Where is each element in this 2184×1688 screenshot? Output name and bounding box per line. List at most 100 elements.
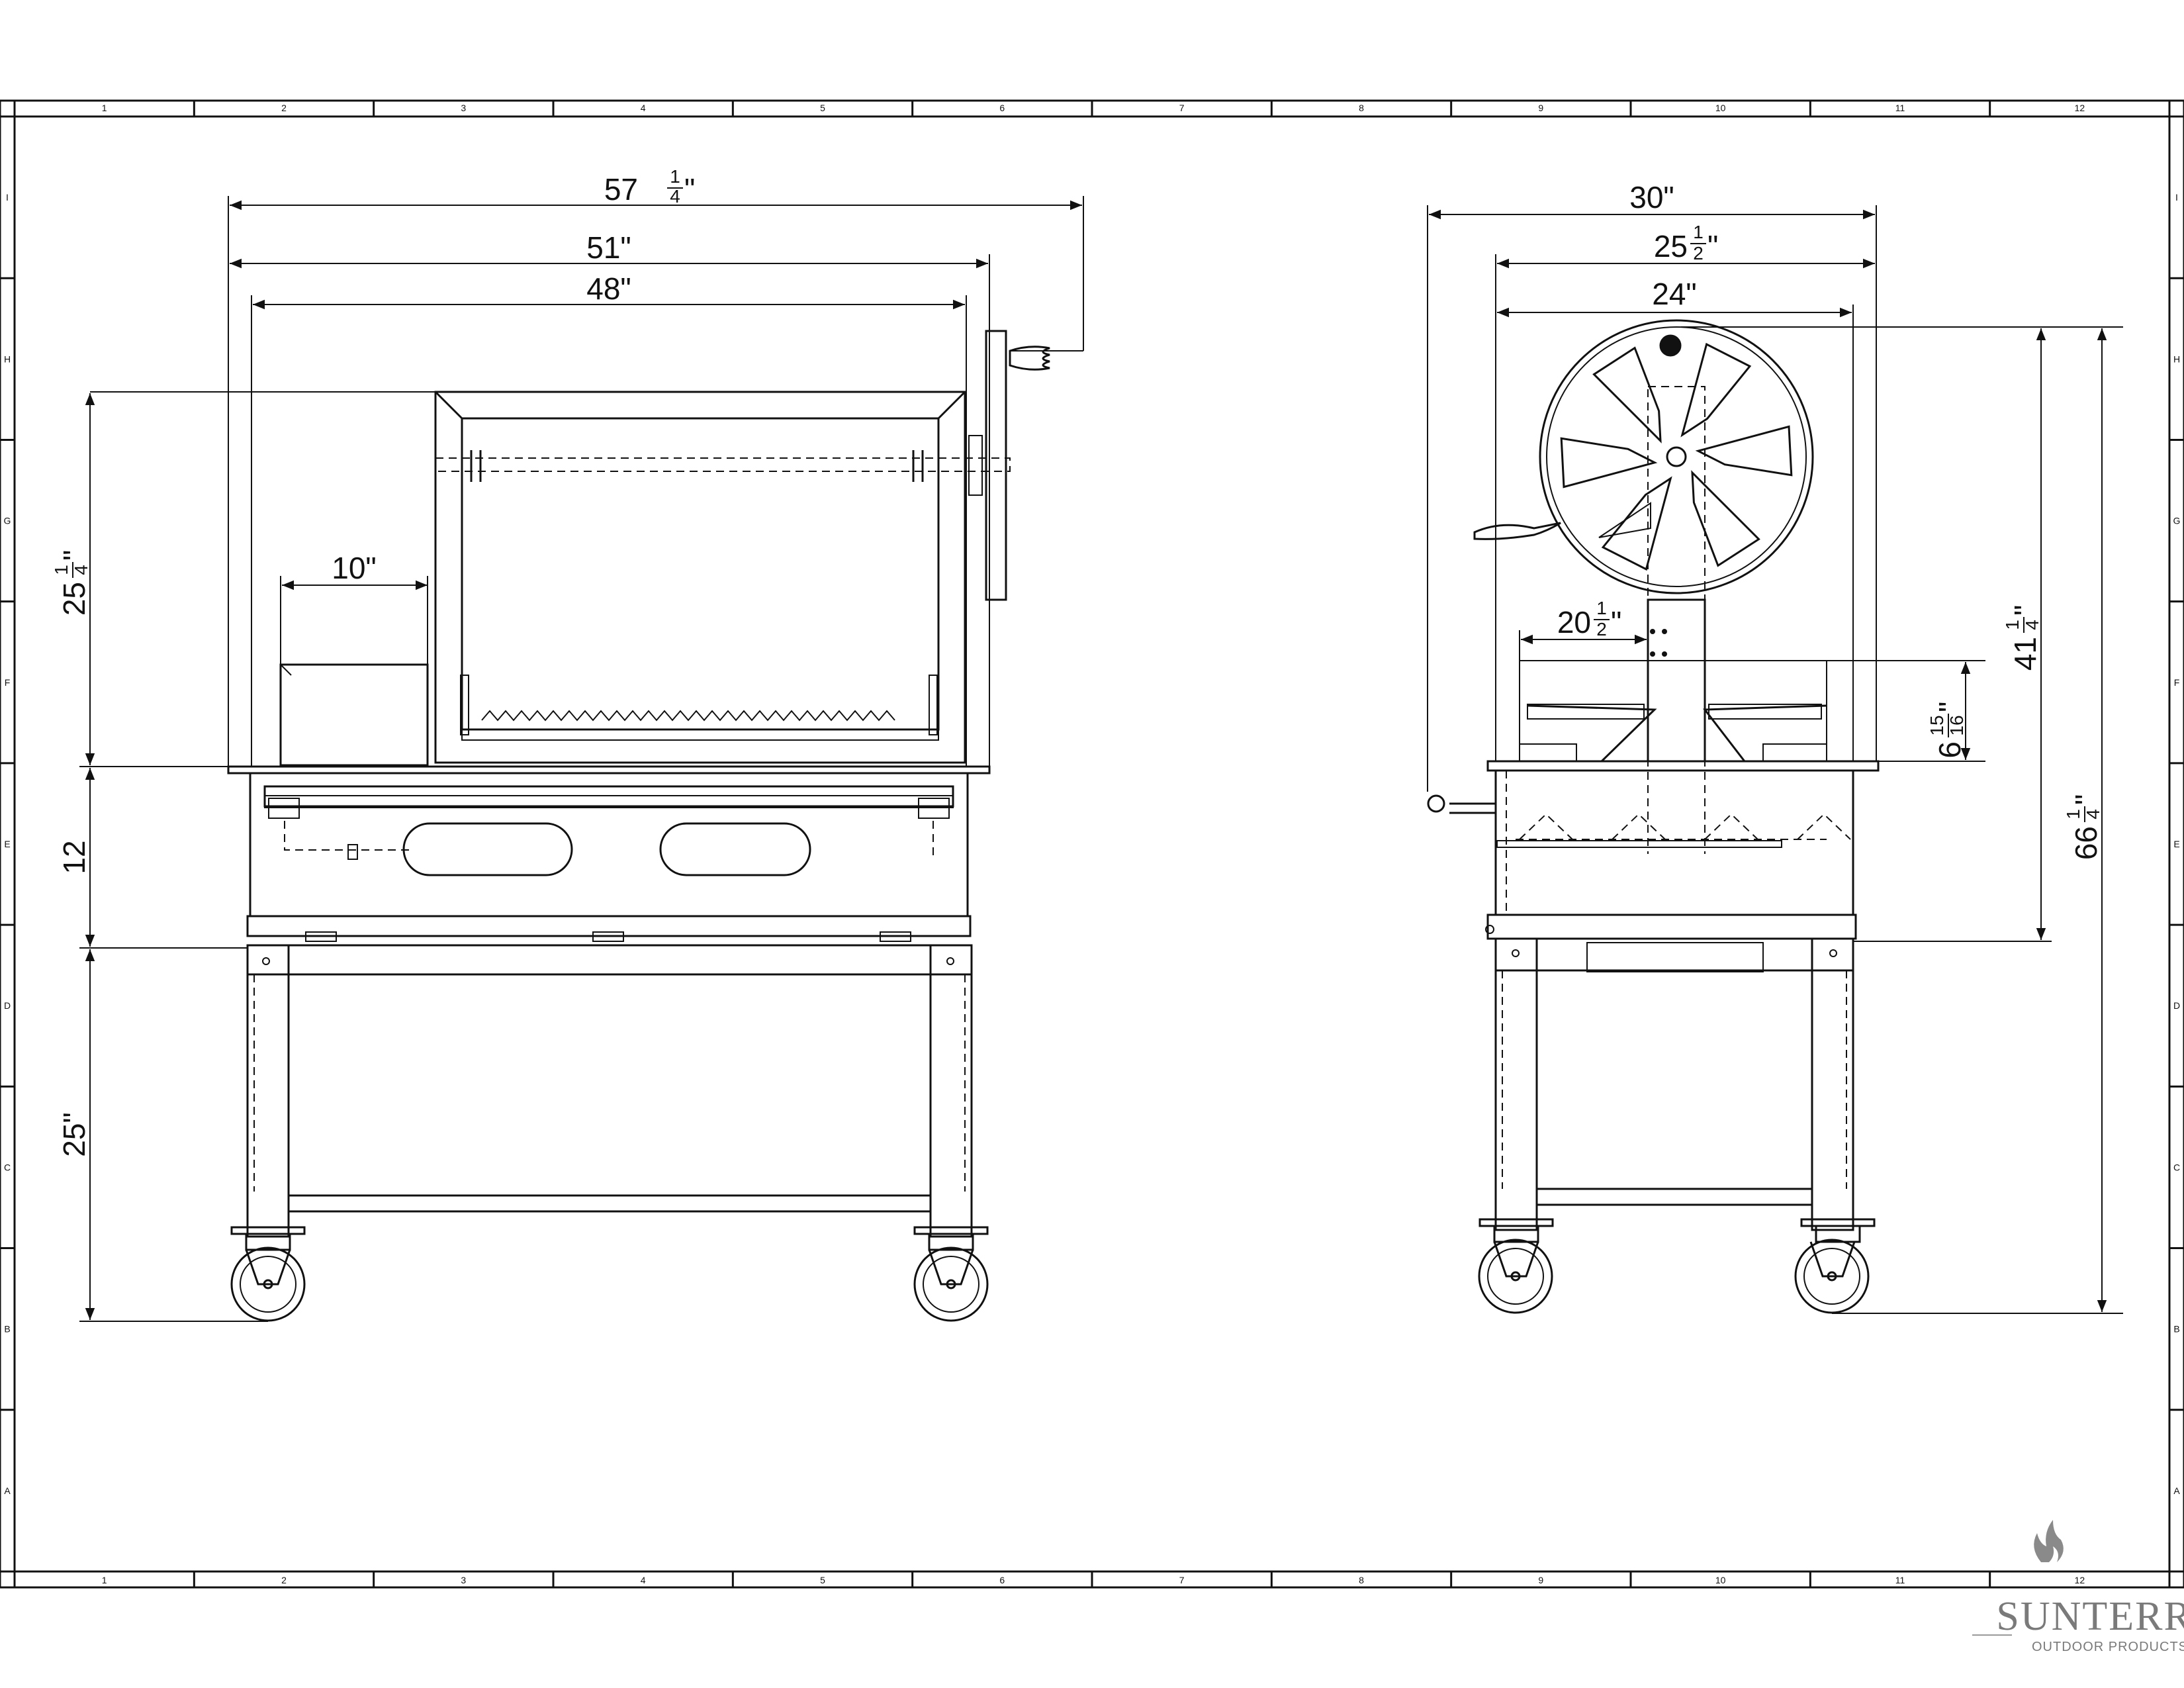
grid-column-label: 12 bbox=[2075, 103, 2085, 113]
dim-grate-height: 6 15 16 " bbox=[1927, 702, 1967, 759]
grid-row-label: C bbox=[4, 1162, 11, 1172]
grid-ticks bbox=[0, 101, 2184, 1587]
svg-text:1: 1 bbox=[2002, 620, 2023, 630]
grid-column-label: 4 bbox=[641, 103, 646, 113]
svg-text:4: 4 bbox=[2022, 620, 2042, 630]
svg-text:1: 1 bbox=[2063, 809, 2083, 820]
svg-text:57: 57 bbox=[604, 172, 638, 207]
grid-row-label: B bbox=[4, 1324, 10, 1335]
grid-row-label: B bbox=[2173, 1324, 2179, 1335]
grid-row-label: H bbox=[2173, 353, 2180, 364]
grid-row-label: F bbox=[5, 677, 11, 688]
grid-row-label: A bbox=[2173, 1485, 2180, 1496]
grid-column-label: 6 bbox=[999, 103, 1005, 113]
wheel-spoke bbox=[1560, 437, 1658, 489]
svg-text:": " bbox=[1933, 702, 1967, 712]
grid-column-label: 11 bbox=[1895, 103, 1905, 113]
grid-column-label: 9 bbox=[1538, 1575, 1543, 1585]
grid-row-label: F bbox=[2174, 677, 2180, 688]
grid-row-label: G bbox=[4, 516, 11, 526]
dim-hood-height: 25 1 4 " bbox=[51, 550, 91, 616]
grid-column-label: 10 bbox=[1715, 1575, 1726, 1585]
grid-column-label: 8 bbox=[1359, 1575, 1364, 1585]
grid-column-label: 5 bbox=[820, 103, 825, 113]
grid-column-label: 7 bbox=[1179, 1575, 1185, 1585]
svg-text:": " bbox=[1611, 605, 1621, 639]
svg-text:": " bbox=[2069, 794, 2103, 805]
svg-text:4: 4 bbox=[670, 186, 680, 207]
dim-body-depth: 25 1 2 " bbox=[1654, 222, 1719, 263]
grid-row-label: E bbox=[2173, 839, 2179, 849]
grid-row-label: I bbox=[6, 192, 9, 203]
svg-text:1: 1 bbox=[670, 166, 680, 187]
grid-column-label: 8 bbox=[1359, 103, 1364, 113]
dim-grill-width: 48" bbox=[586, 271, 631, 306]
grid-column-label: 3 bbox=[461, 103, 466, 113]
grid-row-label: E bbox=[4, 839, 10, 849]
grid-column-label: 1 bbox=[102, 1575, 107, 1585]
svg-text:4: 4 bbox=[2083, 809, 2103, 820]
grid-column-label: 2 bbox=[281, 1575, 287, 1585]
grid-column-label: 7 bbox=[1179, 103, 1185, 113]
grid-row-label: I bbox=[2175, 192, 2178, 203]
svg-text:": " bbox=[57, 550, 91, 561]
grid-row-label: D bbox=[2173, 1000, 2180, 1011]
dim-grate-depth: 20 1 2 " bbox=[1557, 598, 1622, 639]
brand-logo: SUNTERRA OUTDOOR PRODUCTS bbox=[1972, 1520, 2184, 1654]
grid-column-label: 11 bbox=[1895, 1575, 1905, 1585]
dim-wheel-top-height: 41 1 4 " bbox=[2002, 605, 2042, 671]
grid-row-label: H bbox=[4, 353, 11, 364]
svg-text:SUNTERRA: SUNTERRA bbox=[1996, 1594, 2184, 1639]
svg-text:41: 41 bbox=[2008, 637, 2042, 671]
dim-overall-width: 57 1 4 " bbox=[604, 166, 696, 207]
svg-text:16: 16 bbox=[1946, 715, 1967, 735]
svg-text:1: 1 bbox=[1693, 222, 1704, 242]
svg-text:1: 1 bbox=[51, 565, 71, 575]
side-view: 30" 25 1 2 " 24" 20 1 2 " 6 15 16 " 41 1… bbox=[1427, 180, 2123, 1314]
svg-text:1: 1 bbox=[1596, 598, 1607, 618]
grid-row-label: A bbox=[4, 1485, 11, 1496]
svg-text:15: 15 bbox=[1927, 715, 1947, 735]
svg-text:": " bbox=[684, 172, 695, 207]
svg-text:4: 4 bbox=[71, 565, 91, 575]
dim-overall-depth: 30" bbox=[1629, 180, 1674, 214]
grid-row-label: G bbox=[2173, 516, 2181, 526]
sheet-border bbox=[0, 99, 2184, 1589]
wheel-spoke bbox=[1695, 425, 1793, 477]
grid-row-label: D bbox=[4, 1000, 11, 1011]
grid-column-label: 12 bbox=[2075, 1575, 2085, 1585]
dim-cart-height: 25" bbox=[57, 1112, 91, 1157]
front-view: 57 1 4 " 51" 48" 10" 25 1 4 " 12 25" bbox=[51, 166, 1084, 1322]
dim-side-box-width: 10" bbox=[332, 551, 377, 585]
grid-column-label: 3 bbox=[461, 1575, 466, 1585]
svg-text:": " bbox=[1707, 229, 1718, 263]
svg-text:2: 2 bbox=[1693, 243, 1704, 263]
svg-text:6: 6 bbox=[1933, 741, 1967, 759]
dim-overall-height: 66 1 4 " bbox=[2063, 794, 2103, 861]
dim-body-width: 51" bbox=[586, 230, 631, 265]
grid-column-label: 6 bbox=[999, 1575, 1005, 1585]
svg-text:2: 2 bbox=[1596, 619, 1607, 639]
dim-grill-depth: 24" bbox=[1652, 277, 1697, 311]
svg-text:": " bbox=[2008, 605, 2042, 616]
wheel-spoke bbox=[1592, 346, 1662, 444]
flame-icon bbox=[2034, 1520, 2064, 1562]
grid-column-label: 10 bbox=[1715, 103, 1726, 113]
wheel-spoke bbox=[1691, 470, 1760, 567]
grid-column-label: 2 bbox=[281, 103, 287, 113]
grid-column-label: 1 bbox=[102, 103, 107, 113]
wheel-spoke bbox=[1680, 342, 1752, 438]
svg-text:20: 20 bbox=[1557, 605, 1591, 639]
grid-column-label: 5 bbox=[820, 1575, 825, 1585]
grid-column-label: 4 bbox=[641, 1575, 646, 1585]
dim-firebox-height: 12 bbox=[57, 840, 91, 874]
svg-text:66: 66 bbox=[2069, 826, 2103, 860]
wheel-spoke bbox=[1601, 476, 1672, 571]
grid-row-label: C bbox=[2173, 1162, 2180, 1172]
svg-text:OUTDOOR PRODUCTS: OUTDOOR PRODUCTS bbox=[2032, 1640, 2184, 1654]
svg-text:25: 25 bbox=[57, 582, 91, 616]
grid-column-label: 9 bbox=[1538, 103, 1543, 113]
svg-text:25: 25 bbox=[1654, 229, 1688, 263]
